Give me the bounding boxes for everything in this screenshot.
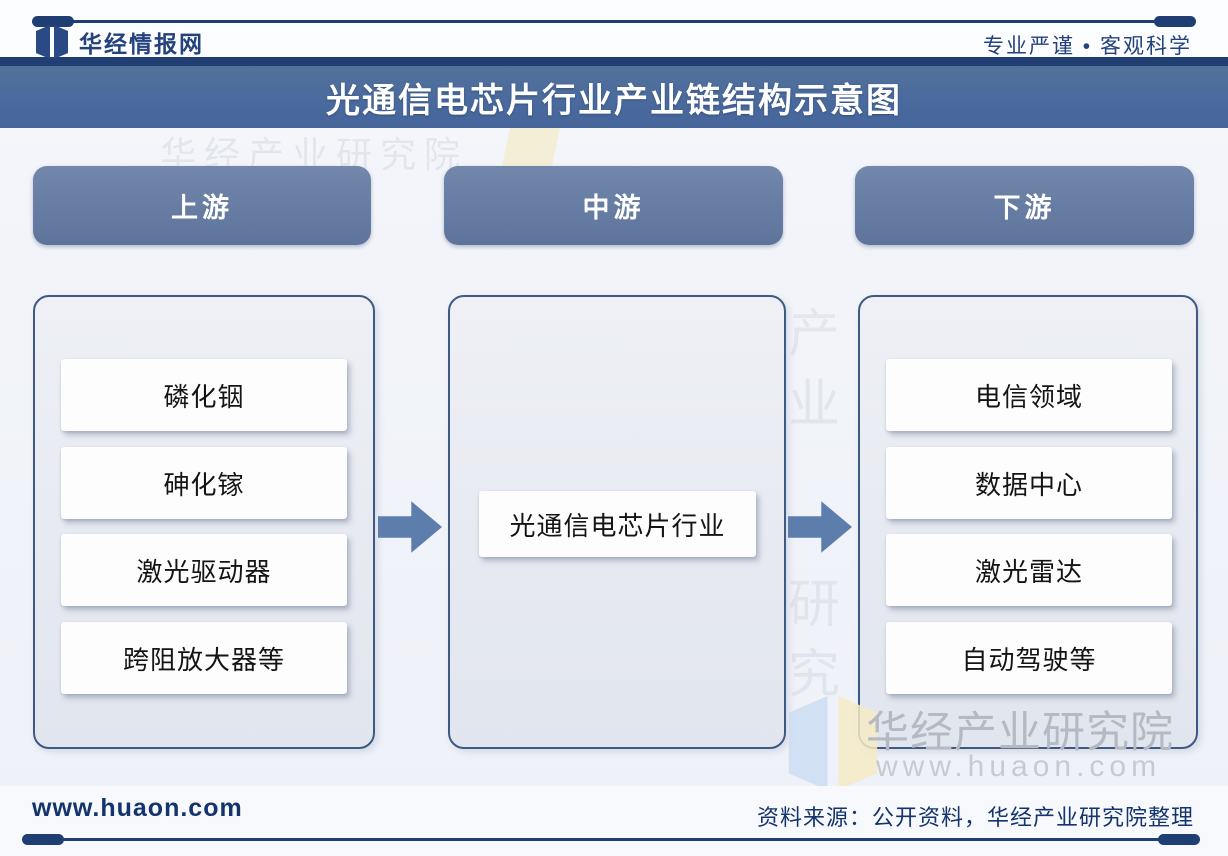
page-title: 光通信电芯片行业产业链结构示意图 <box>326 81 902 120</box>
brand: 华经情报网 <box>36 25 204 59</box>
footer-website-text: www.huaon.com <box>32 794 243 822</box>
upstream-item-2: 砷化镓 <box>61 447 347 519</box>
midstream-to-downstream-arrow-icon <box>788 501 852 553</box>
header-upstream: 上游 <box>33 166 371 245</box>
panel-upstream: 磷化铟 砷化镓 激光驱动器 跨阻放大器等 <box>33 295 375 749</box>
watermark-fragment-2: 研究 <box>788 576 841 705</box>
downstream-item-3: 激光雷达 <box>886 534 1172 606</box>
upstream-to-midstream-arrow-icon <box>378 501 442 553</box>
header-divider <box>0 57 1228 66</box>
header-midstream: 中游 <box>444 166 783 245</box>
downstream-item-2: 数据中心 <box>886 447 1172 519</box>
top-rule <box>32 16 1196 27</box>
header-downstream: 下游 <box>855 166 1194 245</box>
brand-tagline: 专业严谨 • 客观科学 <box>982 35 1192 58</box>
bottom-rule <box>22 834 1200 845</box>
header-upstream-label: 上游 <box>171 193 233 223</box>
top-bar <box>0 0 1228 57</box>
midstream-core-card: 光通信电芯片行业 <box>479 491 756 557</box>
title-bar: 光通信电芯片行业产业链结构示意图 <box>0 66 1228 128</box>
footer-bar <box>0 786 1228 856</box>
brand-logo-icon <box>36 25 68 59</box>
upstream-item-4: 跨阻放大器等 <box>61 622 347 694</box>
header-downstream-label: 下游 <box>993 193 1056 223</box>
watermark-yellow-shape <box>501 128 561 166</box>
watermark-url-text: www.huaon.com <box>876 750 1162 783</box>
downstream-item-4: 自动驾驶等 <box>886 622 1172 694</box>
watermark-fragment-1: 产业 <box>788 306 841 435</box>
brand-name: 华经情报网 <box>79 31 204 57</box>
downstream-item-1: 电信领域 <box>886 359 1172 431</box>
upstream-item-3: 激光驱动器 <box>61 534 347 606</box>
panel-midstream: 光通信电芯片行业 <box>448 295 786 749</box>
panel-downstream: 电信领域 数据中心 激光雷达 自动驾驶等 <box>858 295 1198 749</box>
footer-source-text: 资料来源：公开资料，华经产业研究院整理 <box>756 805 1194 830</box>
upstream-item-1: 磷化铟 <box>61 359 347 431</box>
header-midstream-label: 中游 <box>582 193 645 223</box>
